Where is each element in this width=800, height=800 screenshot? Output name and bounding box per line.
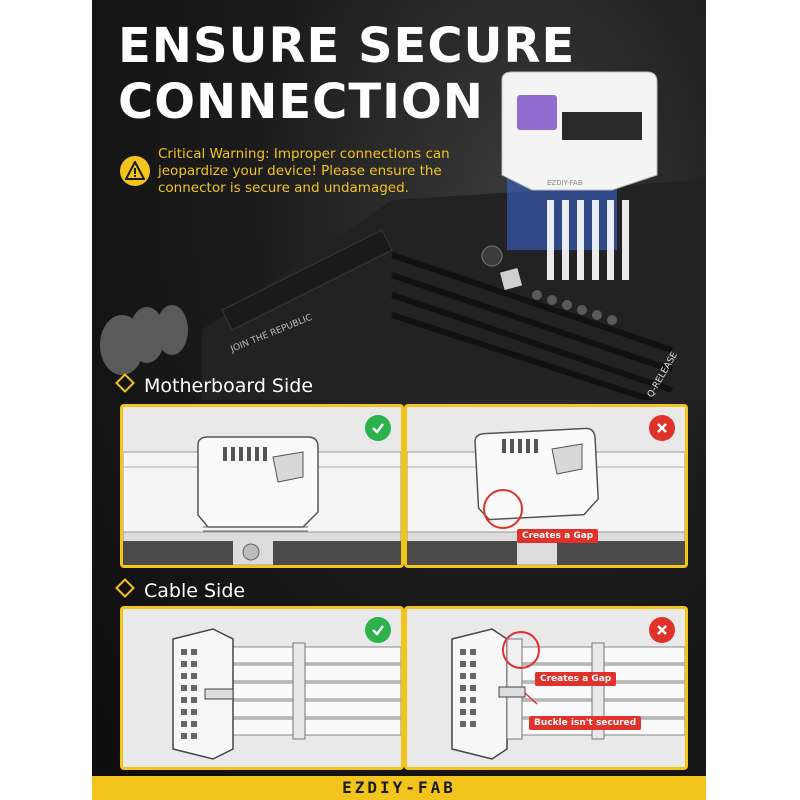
panel-motherboard-incorrect: Creates a Gap xyxy=(404,404,688,568)
section-heading-cable: Cable Side xyxy=(115,578,246,602)
check-badge-icon xyxy=(365,415,391,441)
section-label-cable: Cable Side xyxy=(144,580,246,602)
warning-text: Critical Warning: Improper connections c… xyxy=(158,146,450,196)
mb-correct-illustration xyxy=(123,436,401,565)
page-title: ENSURE SECURE CONNECTION xyxy=(118,18,576,130)
diamond-bullet-icon xyxy=(115,373,135,393)
diamond-bullet-icon xyxy=(115,578,135,598)
warning-triangle-icon xyxy=(120,156,150,186)
panel-motherboard-correct xyxy=(120,404,404,568)
brand-footer: EZDIY-FAB xyxy=(92,776,706,800)
panel-cable-incorrect: Creates a Gap Buckle isn't secured xyxy=(404,606,688,770)
cross-badge-icon xyxy=(649,415,675,441)
check-badge-icon xyxy=(365,617,391,643)
gap-highlight-circle xyxy=(483,489,523,529)
cable-correct-illustration xyxy=(172,628,401,760)
panel-cable-correct xyxy=(120,606,404,770)
gap-highlight-circle xyxy=(502,631,540,669)
product-canvas: JOIN THE REPUBLIC Q-RELEASE EZDIY-FAB EN… xyxy=(92,0,706,800)
cable-incorrect-illustration xyxy=(451,628,685,760)
motherboard-illustration: JOIN THE REPUBLIC Q-RELEASE EZDIY-FAB xyxy=(100,71,706,400)
section-label-motherboard: Motherboard Side xyxy=(144,375,314,397)
buckle-callout: Buckle isn't secured xyxy=(529,716,642,730)
gap-callout-cable: Creates a Gap xyxy=(535,672,617,686)
section-heading-motherboard: Motherboard Side xyxy=(115,373,314,397)
connector-brand-text: EZDIY-FAB xyxy=(547,179,583,187)
gap-callout-motherboard: Creates a Gap xyxy=(517,529,599,543)
cross-badge-icon xyxy=(649,617,675,643)
